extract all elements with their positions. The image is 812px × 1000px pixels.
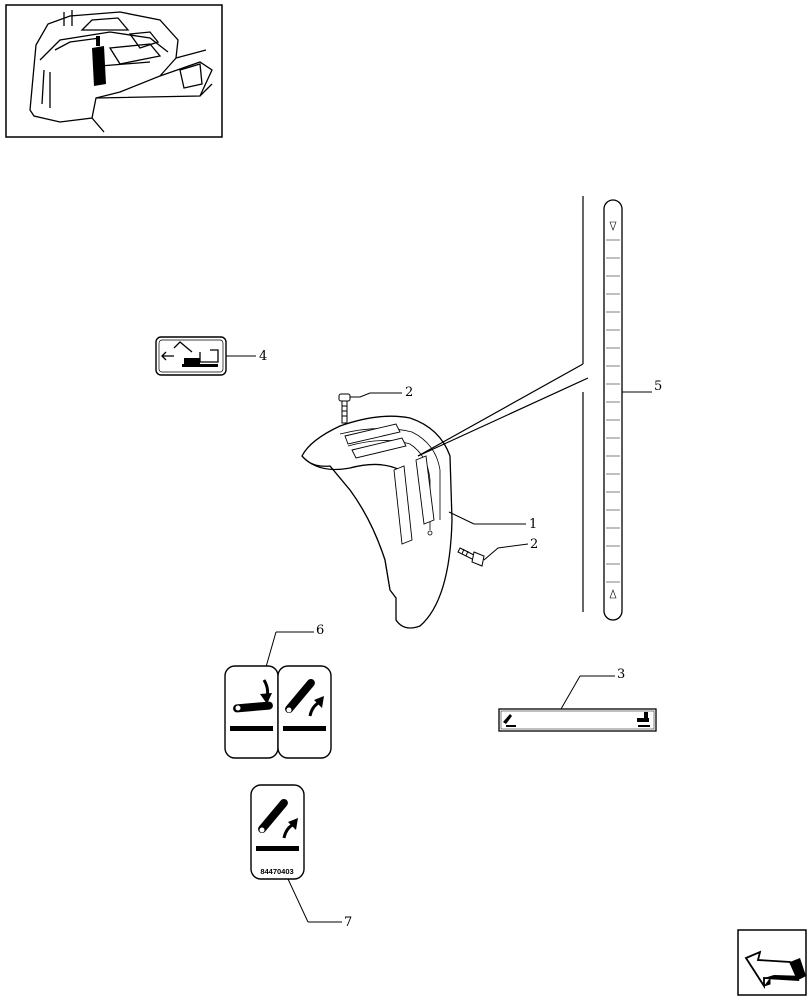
decal-part-code: 84470403 [260,867,293,876]
throttle-high-icon [637,712,650,727]
implement-lower-icon [161,341,219,363]
decal-6-raise [277,665,332,759]
decal-strip-5 [603,199,623,621]
screw-2-bottom [457,543,529,567]
highlighted-lever-icon [92,46,106,86]
throttle-low-icon [503,714,516,727]
callout-2-bottom: 2 [530,537,538,552]
callout-2-top: 2 [405,385,413,400]
callout-4: 4 [259,349,267,364]
lever-up-icon [283,678,326,731]
lever-down-icon [230,679,273,731]
callout-7: 7 [344,915,352,930]
tractor-cab-locator-icon [29,10,213,133]
decal-6-lower [224,665,279,759]
lever-cover-1 [301,415,453,629]
callout-6: 6 [316,623,324,638]
screw-2-top [338,392,402,424]
next-page-arrow-icon[interactable] [737,929,807,996]
callout-3: 3 [617,667,625,682]
lever-raise-icon [256,798,299,851]
decal-4 [155,336,256,376]
decal-3 [498,708,657,732]
callout-5: 5 [654,379,662,394]
cab-locator-thumbnail [5,4,223,138]
callout-1: 1 [529,517,537,532]
strip-divider [417,196,589,612]
decal-7: 84470403 [250,784,305,880]
